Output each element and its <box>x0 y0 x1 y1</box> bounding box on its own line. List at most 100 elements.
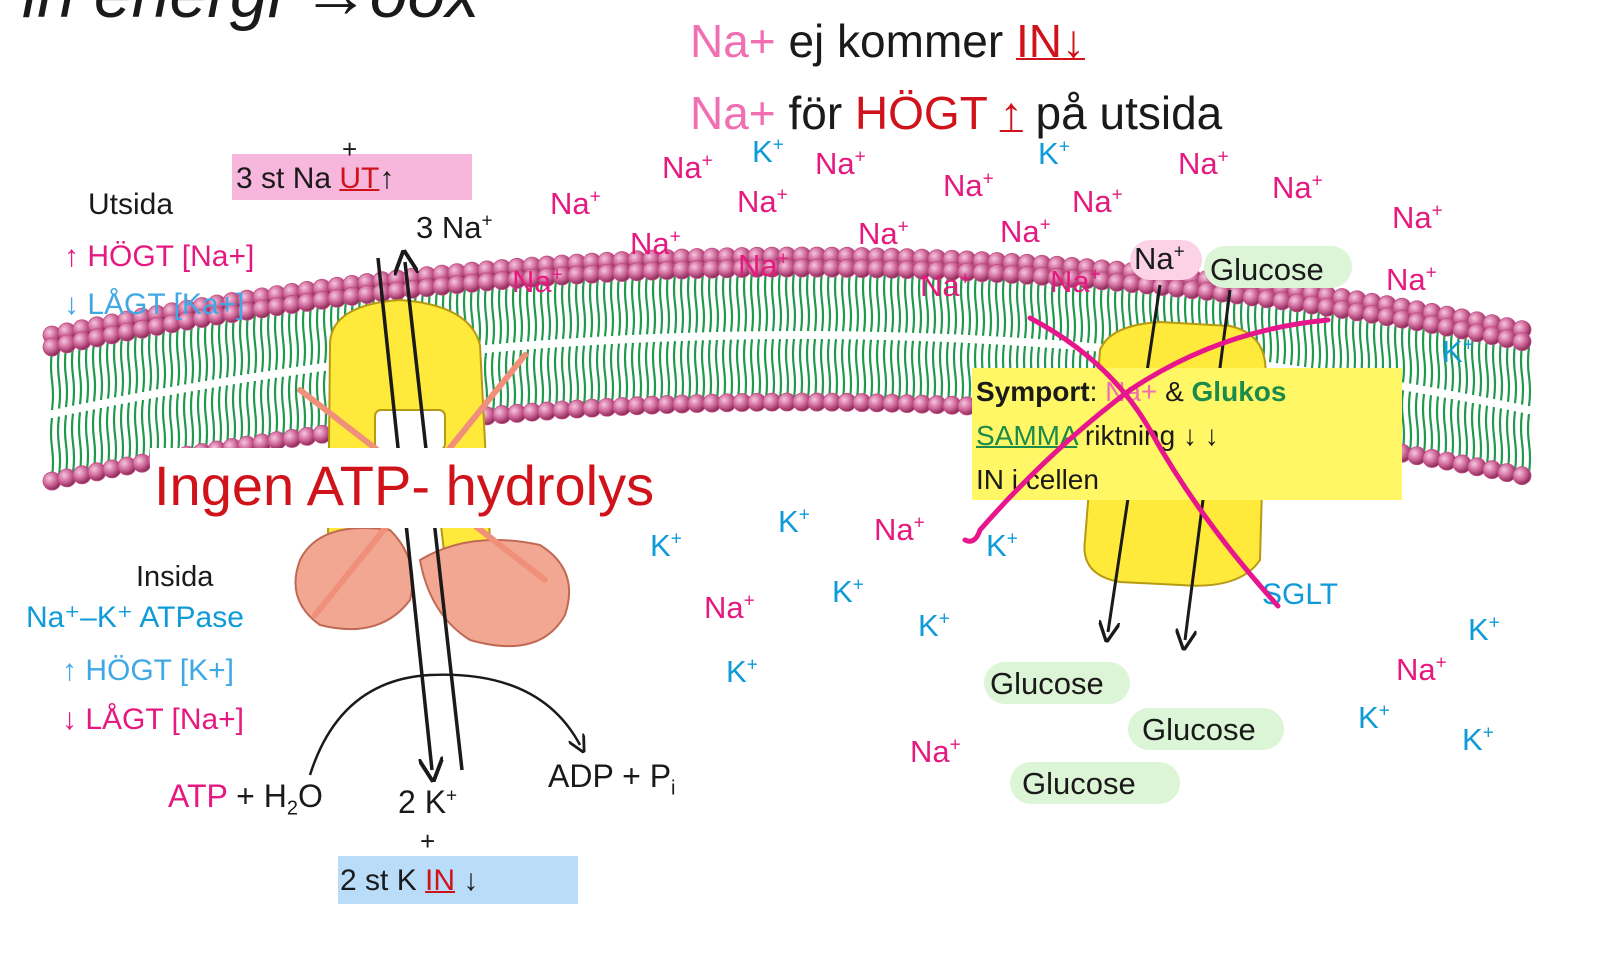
lipid-tail <box>889 340 895 400</box>
lipid-tail <box>294 307 300 367</box>
lipid-tail <box>630 342 636 403</box>
lipid-tail <box>84 343 90 403</box>
symport-na: Na+ <box>1105 376 1158 407</box>
lipid-tail <box>560 279 566 340</box>
hogt-na-label: ↑ HÖGT [Na+] <box>64 240 255 273</box>
lipid-tail <box>609 276 615 337</box>
lipid-tail <box>175 326 181 386</box>
header-line-1: Na+ ej kommer IN↓ <box>690 18 1085 64</box>
ion-na-2: Na+ <box>943 170 994 201</box>
ion-k-7-charge: + <box>746 654 758 676</box>
lipid-tail <box>126 402 132 462</box>
lipid-tail <box>1323 310 1329 371</box>
lipid-tail <box>1421 326 1427 387</box>
lipid-tail <box>707 272 713 333</box>
lipid-tail <box>595 344 601 404</box>
ion-na-18-charge: + <box>743 590 755 612</box>
ion-na-6-charge: + <box>776 184 788 206</box>
lipid-tail <box>1456 400 1462 460</box>
lipid-tail <box>602 344 608 404</box>
ion-k-8-charge: + <box>1378 700 1390 722</box>
lipid-tail <box>819 338 825 399</box>
lipid-tail <box>819 271 825 332</box>
lipid-tail <box>315 304 321 364</box>
symport-glukos: Glukos <box>1191 376 1287 407</box>
lipid-tail <box>1309 308 1315 369</box>
ion-na-10: Na+ <box>858 218 909 249</box>
lipid-tail <box>952 275 958 335</box>
lipid-tail <box>532 281 538 342</box>
header-na-2: Na+ <box>690 87 776 139</box>
lipid-tail <box>721 272 727 332</box>
ion-k-6-symbol: K <box>1468 612 1489 647</box>
plus-top: + <box>342 134 358 164</box>
ion-na-14-charge: + <box>959 268 971 290</box>
lipid-tail <box>1274 303 1280 364</box>
lipid-tail <box>798 338 804 399</box>
lipid-tail <box>1316 309 1322 370</box>
lipid-tail <box>574 345 580 406</box>
lipid-tail <box>1428 395 1434 455</box>
lipid-tail <box>525 282 531 342</box>
ion-na-3-charge: + <box>1217 146 1229 168</box>
ion-na-0-symbol: Na <box>662 150 702 185</box>
lipid-tail <box>203 388 209 448</box>
lipid-tail <box>784 338 790 399</box>
lipid-tail <box>140 399 146 460</box>
ion-k-0-charge: + <box>1058 136 1070 158</box>
k-in-arrow: ↓ <box>463 864 479 897</box>
lipid-tail <box>700 340 706 400</box>
ion-k-5: K+ <box>918 610 950 641</box>
lipid-tail <box>112 338 118 398</box>
ion-k-3-symbol: K <box>986 528 1007 563</box>
lipid-tail <box>1344 314 1350 374</box>
lipid-tail <box>259 379 265 440</box>
cut-title: in energi →oox <box>22 0 479 28</box>
lipid-tail <box>273 377 279 437</box>
ion-na-9-charge: + <box>669 226 681 248</box>
lipid-tail <box>532 348 538 409</box>
ion-k-5-symbol: K <box>918 608 939 643</box>
header-hogt: HÖGT <box>854 87 987 139</box>
lipid-tail <box>259 312 265 373</box>
ion-na-4: Na+ <box>1272 172 1323 203</box>
lipid-tail <box>294 374 300 434</box>
ion-k-11: K+ <box>752 136 784 167</box>
lipid-tail <box>903 340 909 400</box>
ion-na-20-symbol: Na <box>910 734 950 769</box>
utsida-label: Utsida <box>88 188 174 221</box>
lipid-tail <box>1414 325 1420 385</box>
lipid-tail <box>1036 279 1042 340</box>
lipid-tail <box>1435 396 1441 456</box>
lipid-tail <box>280 376 286 436</box>
lipid-tail <box>1295 306 1301 367</box>
lipid-tail <box>770 338 776 399</box>
adp-text: ADP + P <box>548 758 672 794</box>
ion-na-7: Na+ <box>1072 186 1123 217</box>
lipid-tail <box>623 276 629 336</box>
lipid-tail <box>980 276 986 336</box>
lipid-tail <box>511 283 517 343</box>
glucose-label-3: Glucose <box>1022 766 1136 801</box>
lagt-ka-label: ↓ LÅGT [Ka+] <box>64 288 245 321</box>
lipid-tail <box>1337 313 1343 373</box>
header-line-2: Na+ för HÖGT ↑ på utsida <box>690 90 1222 136</box>
lipid-tail <box>217 319 223 379</box>
ion-k-2: K+ <box>650 530 682 561</box>
lipid-tail <box>539 281 545 341</box>
lipid-tail <box>917 273 923 334</box>
ion-na-12-symbol: Na <box>512 264 552 299</box>
lipid-tail <box>714 272 720 333</box>
lipid-tail <box>917 340 923 401</box>
ion-na-8-symbol: Na <box>1392 200 1432 235</box>
lipid-tail <box>777 271 783 332</box>
lipid-tail <box>952 342 958 402</box>
lipid-tail <box>1512 411 1518 471</box>
lipid-tail <box>1442 397 1448 457</box>
ion-na-8: Na+ <box>1392 202 1443 233</box>
atp-text: ATP <box>168 778 228 814</box>
lipid-tail <box>280 309 286 369</box>
three-na-label: 3 Na+ <box>416 212 493 243</box>
lipid-tail <box>91 409 97 469</box>
ion-na-9: Na+ <box>630 228 681 259</box>
